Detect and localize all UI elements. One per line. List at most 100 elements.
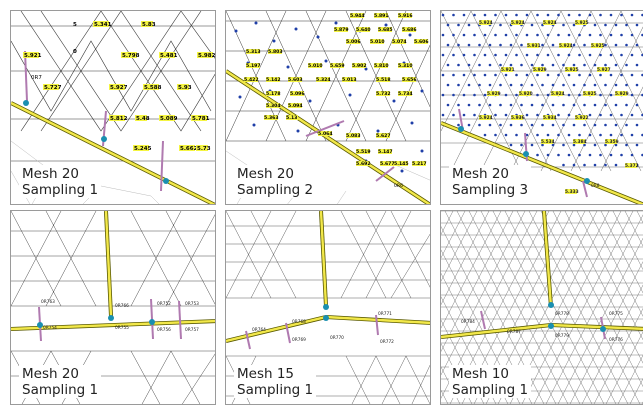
sample-point [536, 53, 539, 57]
sample-point [457, 83, 460, 87]
station-label: 0R784 [461, 319, 475, 325]
sample-point [609, 13, 613, 17]
sample-point [467, 43, 471, 47]
sample-point [588, 133, 592, 137]
station-label: 0R787 [507, 329, 521, 335]
sample-point [625, 83, 628, 87]
value-label: 5.927 [110, 85, 128, 91]
value-labels: 5.341 5.83 5 5.921 0 5.798 5.481 5.982 5… [23, 21, 215, 152]
value-label: 5.803 [268, 49, 283, 55]
sample-point [536, 73, 539, 77]
sample-point [614, 143, 618, 147]
sample-point [546, 93, 550, 97]
sample-point [446, 103, 450, 107]
sample-point [635, 143, 639, 147]
value-label: 5.812 [110, 116, 128, 122]
sample-point [578, 133, 581, 137]
sample-point [625, 143, 628, 147]
sample-point [599, 73, 602, 77]
sample-point [614, 43, 618, 47]
sample-point [525, 113, 529, 117]
sample-point [441, 113, 445, 117]
sample-point [483, 73, 487, 77]
sample-point [551, 63, 555, 67]
sample-point [599, 133, 602, 137]
value-label: 5.927 [597, 67, 611, 73]
sample-point [588, 113, 592, 117]
sample-point [620, 13, 623, 17]
sample-point [478, 123, 481, 127]
mesh-label: Mesh 15 [237, 366, 295, 382]
station-label: 0R779 [555, 333, 569, 339]
panel-mesh10-sampling1: 0R775 0R776 0R778 0R779 0R787 0R784 Mesh… [440, 210, 643, 405]
sample-point [557, 33, 560, 37]
sample-point [557, 73, 560, 77]
sample-point [541, 63, 544, 67]
sample-point [488, 63, 492, 67]
sample-point [499, 23, 502, 27]
value-label: 5.372 [625, 163, 639, 169]
value-label: 5.089 [160, 116, 178, 122]
station-markers [23, 100, 169, 184]
station-labels: 0R775 0R776 0R778 0R779 0R787 0R784 [461, 311, 623, 343]
sample-point [614, 63, 618, 67]
sample-point [530, 123, 534, 127]
sample-point [520, 43, 523, 47]
value-label: 5.734 [398, 91, 413, 97]
value-label: 5.13 [286, 115, 297, 121]
sample-point [567, 153, 571, 157]
sample-point [625, 43, 628, 47]
sample-point [483, 13, 487, 17]
sample-point [630, 73, 634, 77]
station-label: 0R771 [378, 311, 392, 317]
sample-point [515, 13, 518, 17]
sample-point [635, 43, 639, 47]
sample-point [625, 123, 628, 127]
sample-point [530, 63, 534, 67]
sample-point [630, 33, 634, 37]
sample-point [515, 133, 518, 137]
sample-point [604, 143, 607, 147]
value-label: 5.732 [376, 91, 391, 97]
sample-point [520, 143, 523, 147]
sample-point [441, 73, 445, 77]
sample-point [546, 13, 550, 17]
sample-point [567, 53, 571, 57]
sample-point [588, 33, 592, 37]
sample-point [620, 133, 623, 137]
value-label: 5.422 [244, 77, 259, 83]
sample-point [462, 93, 466, 97]
sample-point [494, 33, 497, 37]
sample-point [567, 73, 571, 77]
sample-point [494, 133, 497, 137]
value-label: 5.93 [178, 85, 192, 91]
sample-point [567, 93, 571, 97]
sample-point [630, 113, 634, 117]
value-label: 5.606 [414, 39, 429, 45]
value-label: 5 [73, 22, 77, 28]
sample-point [473, 33, 476, 37]
sample-point [504, 73, 508, 77]
sample-point [509, 123, 513, 127]
sample-point [583, 83, 586, 87]
sample-point [557, 13, 560, 17]
panel-5-canvas: 0R771 0R772 0R768 0R769 0R770 0R764 [226, 211, 430, 404]
sample-point [583, 143, 586, 147]
sample-point [488, 83, 492, 87]
sample-point [557, 113, 560, 117]
sampling-label: Sampling 3 [452, 182, 529, 198]
sample-point [588, 153, 592, 157]
sample-point [614, 83, 618, 87]
sample-point [467, 63, 471, 67]
sample-point [473, 73, 476, 77]
mesh-label: Mesh 20 [452, 166, 510, 182]
sample-point [593, 163, 597, 167]
sample-point [457, 123, 460, 127]
station-label: 0R756 [157, 327, 171, 333]
sample-point [525, 73, 529, 77]
cross-sections [305, 120, 395, 182]
panel-3-canvas: 5.924 5.924 5.924 5.925 5.931 5.924 5.92… [441, 11, 643, 204]
station-label: 0R8 [591, 183, 600, 189]
sample-point [467, 23, 471, 27]
sample-point [515, 93, 518, 97]
